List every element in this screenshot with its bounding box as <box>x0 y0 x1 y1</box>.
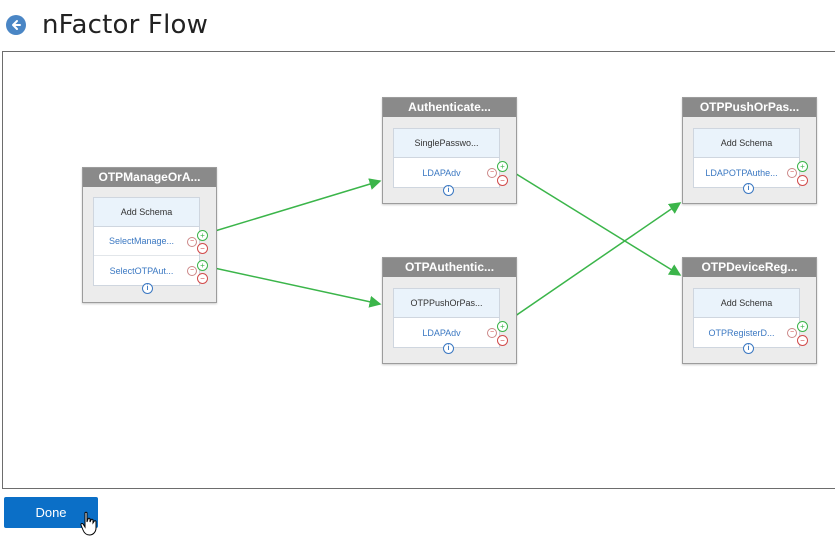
schema-row[interactable]: SinglePasswo... <box>394 129 499 158</box>
success-port-icon[interactable]: + <box>797 161 808 172</box>
failure-port-icon[interactable]: − <box>797 335 808 346</box>
factor-label: LDAPAdv <box>422 167 461 178</box>
factor-label: SelectManage... <box>108 236 175 246</box>
back-arrow-icon[interactable] <box>6 15 26 35</box>
factor-row[interactable]: SelectManage... − <box>94 227 199 256</box>
remove-icon[interactable]: − <box>487 168 497 178</box>
success-port-icon[interactable]: + <box>197 230 208 241</box>
failure-port-icon[interactable]: − <box>197 243 208 254</box>
node-title: OTPDeviceReg... <box>683 258 816 277</box>
schema-row[interactable]: OTPPushOrPas... <box>394 289 499 318</box>
done-button[interactable]: Done <box>4 497 98 528</box>
flow-node-otppushorpas[interactable]: OTPPushOrPas... Add Schema LDAPOTPAuthe.… <box>682 97 817 204</box>
info-icon[interactable]: i <box>142 283 153 294</box>
remove-icon[interactable]: − <box>787 168 797 178</box>
node-body: OTPPushOrPas... LDAPAdv − <box>393 288 500 348</box>
node-title: OTPManageOrA... <box>83 168 216 187</box>
page-header: nFactor Flow <box>6 10 208 40</box>
schema-row[interactable]: Add Schema <box>694 129 799 158</box>
factor-row[interactable]: SelectOTPAut... − <box>94 256 199 285</box>
factor-label: LDAPOTPAuthe... <box>705 167 778 178</box>
success-port-icon[interactable]: + <box>797 321 808 332</box>
factor-label: OTPRegisterD... <box>708 327 775 338</box>
node-body: Add Schema LDAPOTPAuthe...− <box>693 128 800 188</box>
info-icon[interactable]: i <box>443 343 454 354</box>
page-title: nFactor Flow <box>42 10 209 40</box>
success-port-icon[interactable]: + <box>197 260 208 271</box>
failure-port-icon[interactable]: − <box>797 175 808 186</box>
node-body: Add Schema OTPRegisterD... − <box>693 288 800 348</box>
failure-port-icon[interactable]: − <box>197 273 208 284</box>
remove-icon[interactable]: − <box>487 328 497 338</box>
remove-icon[interactable]: − <box>187 237 197 247</box>
schema-row[interactable]: Add Schema <box>94 198 199 227</box>
node-title: OTPPushOrPas... <box>683 98 816 117</box>
success-port-icon[interactable]: + <box>497 161 508 172</box>
flow-node-otpdevicereg[interactable]: OTPDeviceReg... Add Schema OTPRegisterD.… <box>682 257 817 364</box>
failure-port-icon[interactable]: − <box>497 335 508 346</box>
node-body: SinglePasswo... LDAPAdv − <box>393 128 500 188</box>
factor-row[interactable]: LDAPAdv − <box>394 158 499 187</box>
success-port-icon[interactable]: + <box>497 321 508 332</box>
remove-icon[interactable]: − <box>187 266 197 276</box>
remove-icon[interactable]: − <box>787 328 797 338</box>
info-icon[interactable]: i <box>443 185 454 196</box>
info-icon[interactable]: i <box>743 343 754 354</box>
node-title: Authenticate... <box>383 98 516 117</box>
flow-node-authenticate[interactable]: Authenticate... SinglePasswo... LDAPAdv −… <box>382 97 517 204</box>
factor-label: LDAPAdv <box>422 327 461 338</box>
flow-node-otpauthentic[interactable]: OTPAuthentic... OTPPushOrPas... LDAPAdv −… <box>382 257 517 364</box>
node-body: Add Schema SelectManage... − SelectOTPAut… <box>93 197 200 286</box>
flow-node-otpmanageora[interactable]: OTPManageOrA... Add Schema SelectManage.… <box>82 167 217 303</box>
schema-row[interactable]: Add Schema <box>694 289 799 318</box>
factor-row[interactable]: LDAPAdv − <box>394 318 499 347</box>
factor-label: SelectOTPAut... <box>109 265 174 276</box>
node-title: OTPAuthentic... <box>383 258 516 277</box>
info-icon[interactable]: i <box>743 183 754 194</box>
failure-port-icon[interactable]: − <box>497 175 508 186</box>
hand-pointer-icon <box>80 511 97 536</box>
factor-row[interactable]: OTPRegisterD... − <box>694 318 799 347</box>
factor-row[interactable]: LDAPOTPAuthe...− <box>694 158 799 187</box>
